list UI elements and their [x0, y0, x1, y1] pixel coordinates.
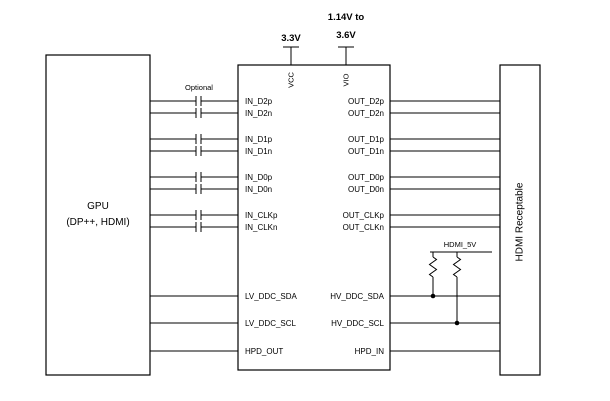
optional-label: Optional — [185, 83, 213, 92]
ic-block — [237, 64, 391, 371]
junction-dot — [430, 293, 436, 299]
pin-label: IN_D0p — [245, 173, 273, 182]
pin-label: HPD_IN — [355, 347, 385, 356]
pin-label: IN_CLKp — [245, 211, 278, 220]
pin-label: OUT_D2p — [348, 97, 385, 106]
gpu-to-ic-wires — [150, 96, 238, 352]
pin-label: OUT_D2n — [348, 109, 384, 118]
hdmi-receptacle-label: HDMI Receptable — [515, 182, 526, 261]
pin-label: OUT_D0n — [348, 185, 384, 194]
pin-label: IN_D0n — [245, 185, 272, 194]
pin-label: IN_D1p — [245, 135, 273, 144]
pin-label: LV_DDC_SDA — [245, 292, 298, 301]
resistor-symbol — [428, 256, 438, 278]
pin-label: OUT_CLKp — [343, 211, 385, 220]
pin-label: HV_DDC_SDA — [330, 292, 384, 301]
ic-right-pin-labels: OUT_D2p OUT_D2n OUT_D1p OUT_D1n OUT_D0p … — [330, 97, 384, 356]
vcc-voltage-label: 3.3V — [281, 33, 301, 44]
pin-label: IN_D1n — [245, 147, 272, 156]
pin-label: IN_CLKn — [245, 223, 277, 232]
pin-label: OUT_D1n — [348, 147, 384, 156]
pin-label: HV_DDC_SCL — [331, 319, 384, 328]
vio-pin-label: VIO — [342, 73, 351, 86]
resistor-symbol — [452, 256, 462, 278]
hdmi-5v-label: HDMI_5V — [444, 240, 477, 249]
gpu-block — [45, 54, 151, 376]
gpu-label-line2: (DP++, HDMI) — [66, 217, 129, 228]
junction-dot — [454, 320, 460, 326]
ic-left-pin-labels: IN_D2p IN_D2n IN_D1p IN_D1n IN_D0p IN_D0… — [245, 97, 298, 356]
vcc-pin-label: VCC — [287, 72, 296, 88]
pin-label: LV_DDC_SCL — [245, 319, 297, 328]
pin-label: OUT_D0p — [348, 173, 385, 182]
hdmi-5v-pullups: HDMI_5V — [428, 240, 492, 326]
pin-label: OUT_CLKn — [343, 223, 384, 232]
pin-label: IN_D2n — [245, 109, 272, 118]
gpu-label-line1: GPU — [87, 201, 109, 212]
hdmi-receptacle-block — [499, 64, 541, 376]
pin-label: IN_D2p — [245, 97, 273, 106]
ic-to-receptacle-wires — [390, 100, 500, 352]
pin-label: OUT_D1p — [348, 135, 385, 144]
power-rails: 3.3V VCC 1.14V to 3.6V VIO — [281, 12, 364, 88]
vio-voltage-label-line1: 1.14V to — [328, 12, 365, 23]
vio-voltage-label-line2: 3.6V — [336, 30, 356, 41]
pin-label: HPD_OUT — [245, 347, 283, 356]
